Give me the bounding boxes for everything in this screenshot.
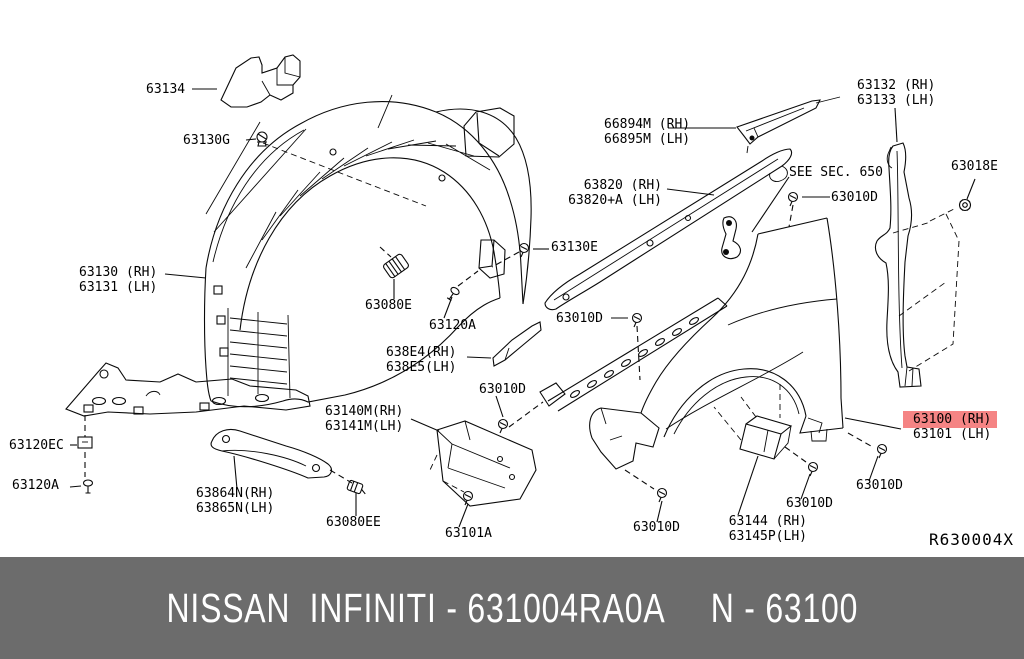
part-label-63140M-63141M[interactable]: 63140M(RH)63141M(LH) [325, 404, 404, 434]
bracket-63144-art [739, 415, 793, 460]
screw-63010D-a-icon [787, 191, 799, 207]
bracket-63140M-art [429, 420, 537, 507]
clip-63080EE-icon [346, 479, 366, 495]
hinge-bracket-art [721, 216, 742, 260]
grommet-63080E-icon [383, 253, 409, 279]
garnish-66894M-art [736, 96, 841, 154]
part-label-63130-63131[interactable]: 63130 (RH)63131 (LH) [79, 265, 158, 295]
splash-shield-art [65, 362, 311, 417]
clip-63130G-icon [256, 131, 268, 147]
part-label-63010D-e[interactable]: 63010D [786, 496, 833, 511]
part-label-63132-63133[interactable]: 63132 (RH)63133 (LH) [857, 78, 936, 108]
pillar-63132-art [874, 142, 960, 388]
part-label-63120A-upper[interactable]: 63120A [429, 318, 476, 333]
part-label-63144-63145P[interactable]: 63144 (RH)63145P(LH) [728, 514, 807, 544]
part-label-63130G[interactable]: 63130G [183, 133, 230, 148]
fender-protector-art [203, 94, 532, 408]
part-label-63820[interactable]: 63820 (RH)63820+A (LH) [568, 178, 662, 208]
part-label-638E4-638E5[interactable]: 638E4(RH)638E5(LH) [386, 345, 457, 375]
part-label-63080E[interactable]: 63080E [365, 298, 412, 313]
bracket-63134-art [220, 54, 301, 108]
part-label-63101A[interactable]: 63101A [445, 526, 492, 541]
pin-63120A-upper-icon [446, 286, 460, 302]
part-label-63120A-lower[interactable]: 63120A [12, 478, 59, 493]
footer-banner: NISSAN INFINITI - 631004RA0A N - 63100 [0, 557, 1024, 659]
exploded-parts-diagram [65, 54, 976, 528]
part-label-66894M-66895M[interactable]: 66894M (RH)66895M (LH) [604, 117, 691, 147]
strip-638E4-art [492, 321, 542, 367]
part-label-63010D-a[interactable]: 63010D [831, 190, 878, 205]
construction-dashes [84, 204, 872, 490]
part-label-63864N-63865N[interactable]: 63864N(RH)63865N(LH) [196, 486, 275, 516]
brand-part-text: NISSAN INFINITI - 631004RA0A [166, 584, 666, 631]
part-label-63010D-b[interactable]: 63010D [556, 311, 603, 326]
part-label-63080EE[interactable]: 63080EE [326, 515, 381, 530]
section-note: SEE SEC. 650 [789, 165, 883, 180]
leader-lines [69, 88, 976, 528]
strip-63820-art [544, 148, 793, 311]
part-label-63010D-d[interactable]: 63010D [633, 520, 680, 535]
part-label-63010D-c[interactable]: 63010D [479, 382, 526, 397]
screw-63010D-c-icon [497, 418, 509, 434]
selected-part-highlight: 63100 (RH) [903, 411, 998, 428]
nut-63018E-icon [958, 198, 972, 212]
diagram-ref-code: R630004X [929, 530, 1015, 549]
catalog-code-text: N - 63100 [710, 584, 858, 631]
part-label-63130E[interactable]: 63130E [551, 240, 598, 255]
bracket-63864N-art [210, 428, 333, 479]
part-label-63120EC[interactable]: 63120EC [9, 438, 64, 453]
fender-63100-art [589, 217, 844, 470]
part-label-63100-63101-selected[interactable]: 63100 (RH)63101 (LH) [903, 411, 998, 442]
screw-63010D-d-icon [656, 487, 668, 503]
screw-63101A-icon [462, 490, 474, 506]
screw-63010D-f-icon [876, 443, 888, 459]
pin-63120A-lower-icon [82, 479, 94, 494]
screw-63010D-b-icon [631, 312, 643, 328]
clip-63120EC-icon [77, 436, 93, 449]
part-label-63010D-f[interactable]: 63010D [856, 478, 903, 493]
part-label-63134[interactable]: 63134 [146, 82, 186, 97]
part-label-63018E[interactable]: 63018E [951, 159, 998, 174]
